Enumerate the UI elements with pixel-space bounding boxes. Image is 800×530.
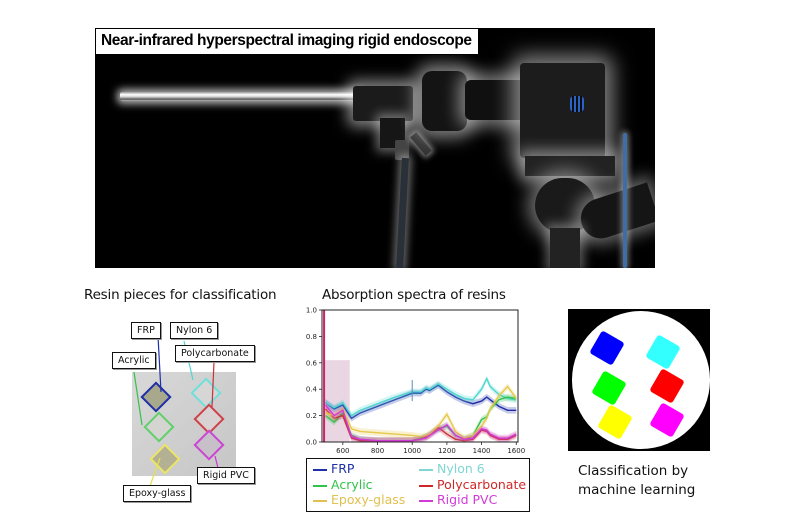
endoscope-handle	[353, 86, 413, 121]
camera-cable	[623, 133, 627, 268]
svg-text:1600: 1600	[507, 447, 525, 455]
label-polycarbonate: Polycarbonate	[175, 345, 255, 362]
camera-lens	[465, 80, 525, 120]
legend-label: Polycarbonate	[437, 477, 527, 492]
light-cable	[396, 157, 409, 268]
legend-item-rigid-pvc: Rigid PVC	[419, 493, 497, 507]
svg-text:0.6: 0.6	[306, 359, 318, 367]
label-epoxy-glass: Epoxy-glass	[123, 485, 192, 502]
endoscope-rod	[120, 92, 360, 101]
stand-post	[550, 228, 580, 268]
classification-caption: Classification by machine learning	[578, 462, 695, 500]
piece-frp	[140, 381, 172, 413]
legend-item-frp: FRP	[313, 462, 354, 476]
svg-text:600: 600	[336, 447, 349, 455]
coupler	[422, 71, 467, 131]
piece-rigid-pvc	[193, 429, 225, 461]
legend-label: Rigid PVC	[437, 492, 498, 507]
classification-field	[572, 311, 710, 449]
svg-text:800: 800	[371, 447, 384, 455]
absorption-spectra-chart: 0.0 0.2 0.4 0.6 0.8 1.0 600 800 1000 1200 1400 1600	[306, 307, 525, 456]
legend-item-polycarbonate: Polycarbonate	[419, 478, 526, 492]
label-rigid-pvc: Rigid PVC	[197, 467, 255, 484]
piece-acrylic	[143, 411, 175, 443]
svg-text:1000: 1000	[403, 447, 421, 455]
legend-item-epoxy-glass: Epoxy-glass	[313, 493, 405, 507]
resin-section-title: Resin pieces for classification	[84, 287, 277, 303]
svg-text:0.4: 0.4	[306, 386, 318, 394]
piece-epoxy-glass	[149, 443, 181, 475]
resin-photo	[132, 372, 236, 476]
legend-item-nylon6: Nylon 6	[419, 462, 485, 476]
label-nylon6: Nylon 6	[170, 322, 219, 339]
svg-text:0.8: 0.8	[306, 333, 317, 341]
piece-nylon6	[190, 377, 222, 409]
camera-vent-icon	[570, 96, 584, 112]
svg-text:1.0: 1.0	[306, 307, 317, 315]
legend-label: Acrylic	[331, 477, 373, 492]
chart-section-title: Absorption spectra of resins	[322, 287, 506, 303]
side-port	[410, 132, 432, 156]
svg-text:1200: 1200	[438, 447, 456, 455]
photo-title: Near-infrared hyperspectral imaging rigi…	[95, 28, 479, 55]
svg-text:0.0: 0.0	[306, 439, 317, 447]
caption-line-2: machine learning	[578, 482, 696, 498]
hyperspectral-camera	[520, 63, 605, 158]
legend-label: FRP	[331, 461, 355, 476]
legend-label: Nylon 6	[437, 461, 485, 476]
caption-line-1: Classification by	[578, 463, 689, 479]
legend-label: Epoxy-glass	[331, 492, 406, 507]
mount-plate	[525, 156, 615, 176]
label-frp: FRP	[131, 322, 161, 339]
legend-item-acrylic: Acrylic	[313, 478, 373, 492]
label-acrylic: Acrylic	[112, 352, 156, 369]
classification-result-image	[568, 309, 710, 451]
endoscope-photo: Near-infrared hyperspectral imaging rigi…	[95, 28, 655, 268]
svg-text:0.2: 0.2	[306, 412, 317, 420]
light-connector	[395, 140, 409, 160]
chart-legend: FRP Acrylic Epoxy-glass Nylon 6 Polycarb…	[306, 458, 530, 512]
svg-text:1400: 1400	[473, 447, 491, 455]
